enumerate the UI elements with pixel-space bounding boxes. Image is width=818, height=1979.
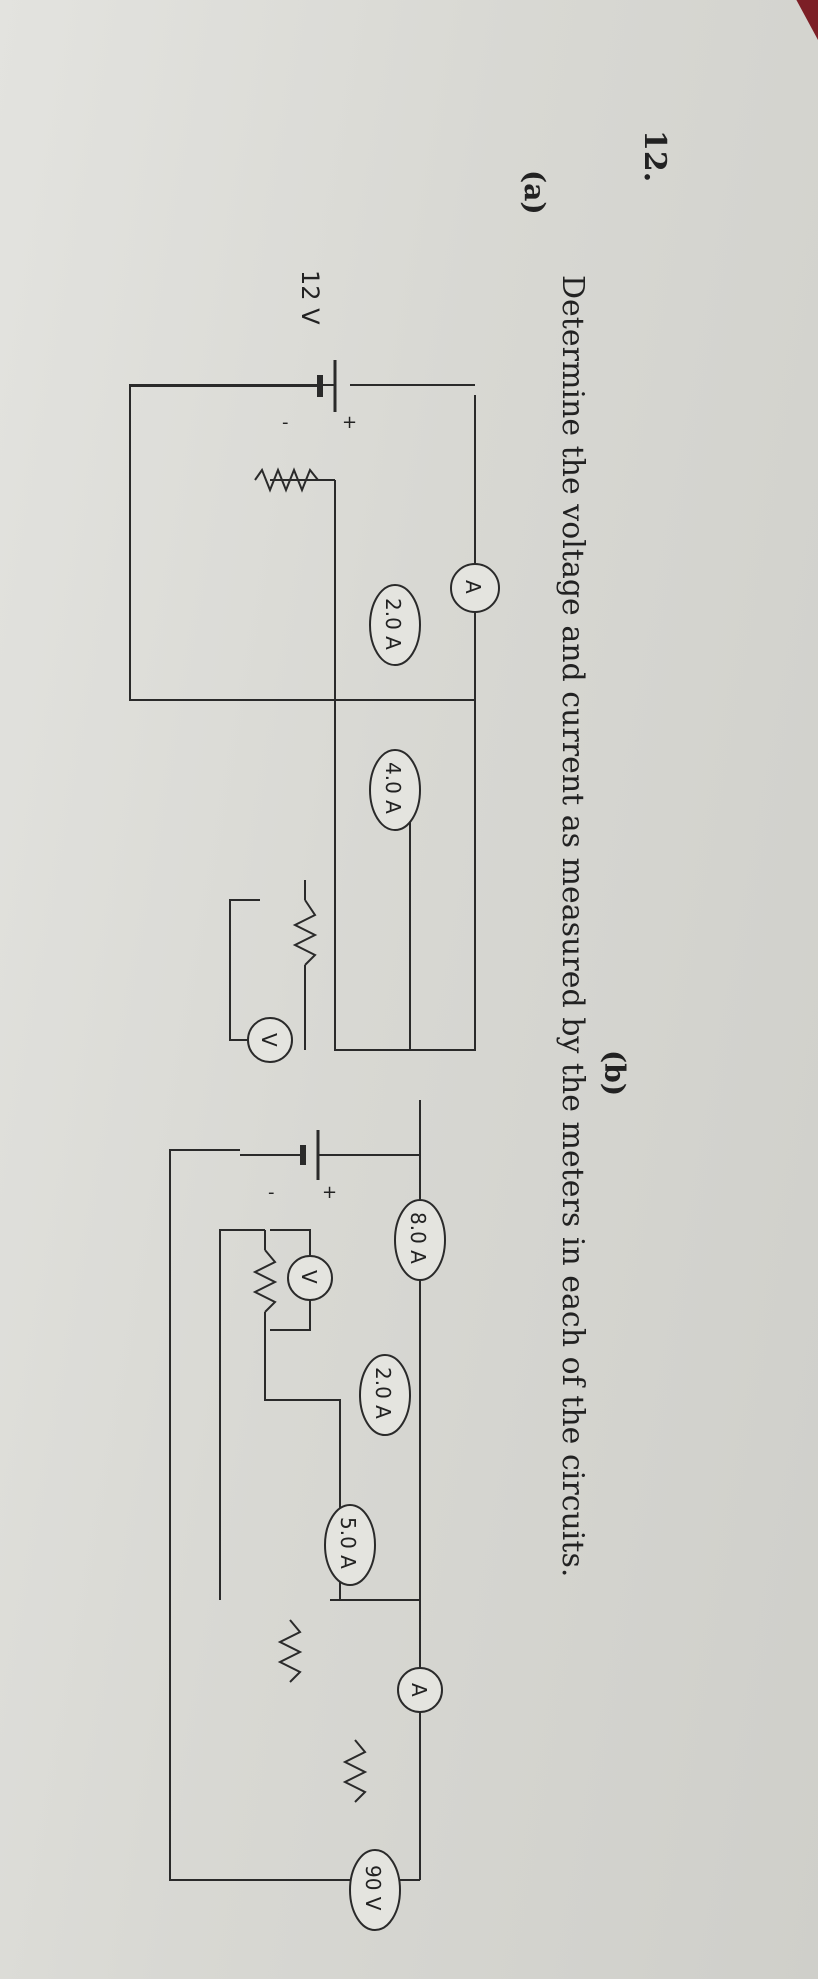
voltmeter-b-symbol: V [297, 1270, 321, 1284]
part-a-label: (a) [518, 170, 551, 215]
voltmeter-b-90v [349, 1849, 401, 1931]
battery-a-label: 12 V [296, 270, 324, 325]
battery-b-plus: + [322, 1182, 337, 1203]
ammeter-b-2a [359, 1354, 411, 1436]
ammeter-a-4a [369, 749, 421, 831]
voltmeter-a-symbol: V [257, 1033, 281, 1047]
battery-b-minus: - [268, 1182, 275, 1203]
voltage-reading-b: 90 V [361, 1865, 385, 1911]
circuit-b: + - 8.0 A V 2.0 A 5.0 A [169, 1100, 446, 1931]
ammeter-b-symbol: A [407, 1683, 431, 1697]
ammeter-b-8a [394, 1199, 446, 1281]
problem-number: 12. [637, 130, 672, 182]
branch-current-b-2: 5.0 A [336, 1517, 360, 1569]
battery-a-plus: + [342, 412, 357, 433]
voltmeter-a [247, 1017, 293, 1063]
circuit-a: 12 V + - A 2.0 A 4.0 A [129, 270, 500, 1063]
ammeter-b [397, 1667, 443, 1713]
branch-current-a-1: 2.0 A [381, 598, 405, 650]
ammeter-a-symbol: A [461, 580, 485, 594]
ammeter-b-5a [324, 1504, 376, 1586]
battery-a-minus: - [282, 412, 289, 433]
branch-current-b-1: 2.0 A [371, 1367, 395, 1419]
ammeter-a [450, 563, 500, 613]
part-b-label: (b) [598, 1050, 631, 1096]
total-current-b: 8.0 A [406, 1212, 430, 1264]
branch-current-a-2: 4.0 A [381, 762, 405, 814]
ammeter-a-2a [369, 584, 421, 666]
question-text: Determine the voltage and current as mea… [555, 275, 590, 1577]
